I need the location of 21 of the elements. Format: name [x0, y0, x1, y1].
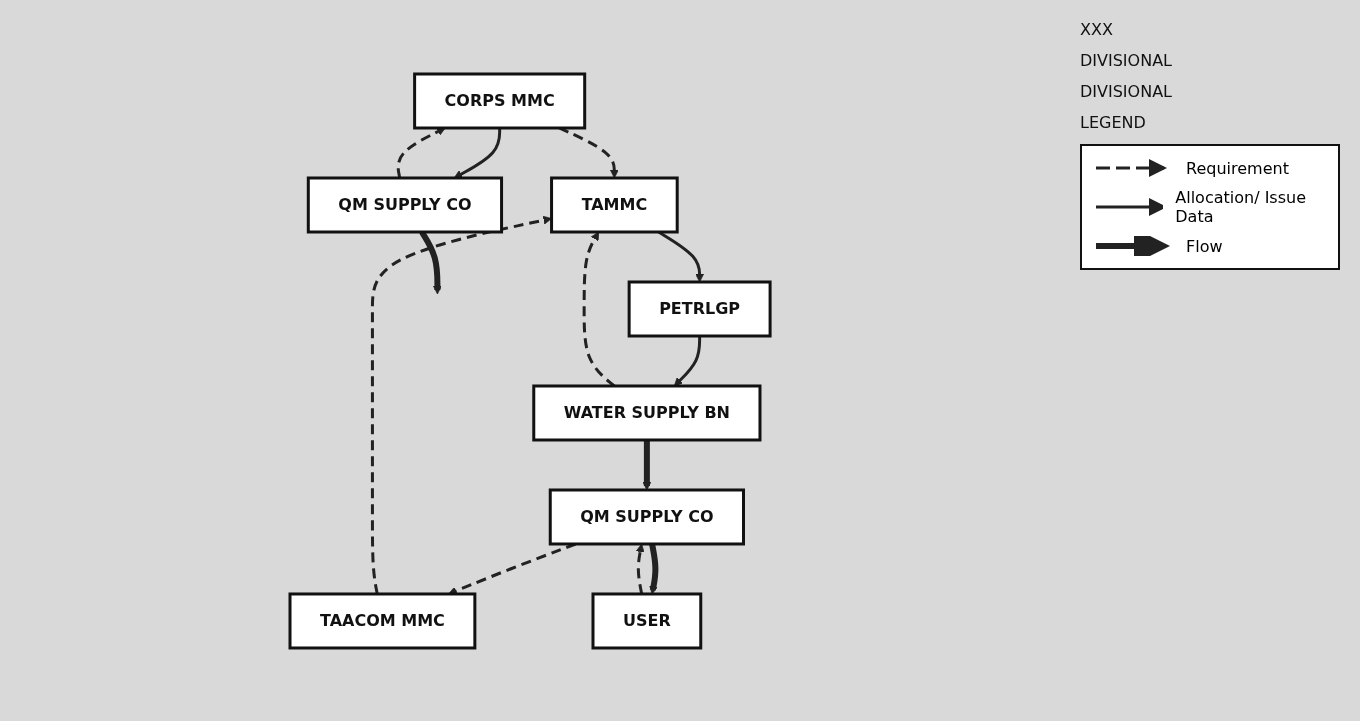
node-box: WATER SUPPLY BN	[532, 384, 762, 441]
legend-text: Allocation/ Issue Data	[1175, 188, 1307, 226]
arrow	[396, 127, 446, 178]
label-text: XXX	[1080, 20, 1114, 39]
label-text: LEGEND	[1080, 113, 1147, 132]
node-box: QM SUPPLY CO	[548, 488, 745, 545]
arrow	[642, 439, 652, 490]
node-box: USER	[591, 592, 703, 649]
legend-text: Requirement	[1186, 158, 1289, 178]
arrow	[673, 335, 702, 386]
label-text: DIVISIONAL	[1080, 51, 1173, 70]
legend-text: Flow	[1186, 236, 1223, 256]
node-box: QM SUPPLY CO	[306, 176, 503, 233]
node-box: PETRLGP	[627, 280, 772, 337]
arrow	[370, 215, 552, 594]
label-text: DIVISIONAL	[1080, 82, 1173, 101]
node-box: TAACOM MMC	[288, 592, 477, 649]
arrow	[453, 127, 502, 178]
arrow	[635, 543, 645, 594]
node-box: TAMMC	[550, 176, 679, 233]
node-box: CORPS MMC	[413, 72, 587, 129]
